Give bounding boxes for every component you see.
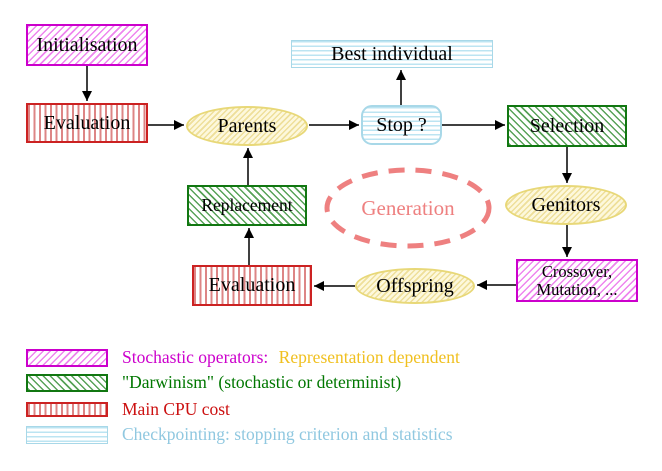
legend-item-darwinism: "Darwinism" (stochastic or determinist) [26, 372, 401, 393]
node-crossover-mutation: Crossover, Mutation, ... [516, 259, 638, 302]
legend-stochastic-label: Stochastic operators: [122, 347, 269, 367]
legend-item-stochastic: Stochastic operators: Representation dep… [26, 347, 460, 368]
cyan-stripes-swatch [26, 425, 108, 444]
node-evaluation-bottom: Evaluation [192, 265, 312, 306]
node-selection: Selection [507, 105, 627, 147]
node-stop-label: Stop ? [376, 113, 427, 136]
legend-checkpointing-label: Checkpointing: stopping criterion and st… [122, 424, 453, 444]
generation-text: Generation [361, 195, 455, 220]
node-evaluation-top-label: Evaluation [43, 111, 131, 134]
node-replacement: Replacement [187, 185, 307, 226]
node-offspring: Offspring [355, 268, 475, 304]
node-crossover-line1: Crossover, [541, 262, 613, 282]
node-parents-label: Parents [217, 114, 277, 137]
legend-cpu-label: Main CPU cost [122, 399, 230, 419]
node-initialisation: Initialisation [26, 24, 148, 66]
legend-representation-label: Representation dependent [278, 347, 460, 367]
magenta-hatch-swatch [26, 348, 108, 367]
node-stop: Stop ? [361, 105, 442, 145]
green-hatch-swatch [26, 373, 108, 392]
node-parents: Parents [186, 106, 308, 146]
node-best-individual-label: Best individual [331, 42, 453, 65]
node-best-individual: Best individual [291, 40, 493, 68]
red-stripes-swatch [26, 402, 108, 417]
node-crossover-line2: Mutation, ... [536, 279, 618, 299]
node-evaluation-top: Evaluation [26, 103, 148, 143]
legend-darwinism-label: "Darwinism" (stochastic or determinist) [122, 372, 402, 392]
legend-item-cpu-cost: Main CPU cost [26, 399, 230, 420]
generation-label: Generation [325, 194, 491, 222]
node-genitors: Genitors [505, 185, 627, 225]
node-initialisation-label: Initialisation [36, 33, 138, 56]
node-selection-label: Selection [529, 114, 605, 137]
node-replacement-label: Replacement [201, 195, 293, 216]
legend-item-checkpointing: Checkpointing: stopping criterion and st… [26, 424, 453, 445]
node-evaluation-bottom-label: Evaluation [208, 274, 296, 296]
node-offspring-label: Offspring [376, 274, 454, 297]
node-genitors-label: Genitors [531, 193, 601, 216]
